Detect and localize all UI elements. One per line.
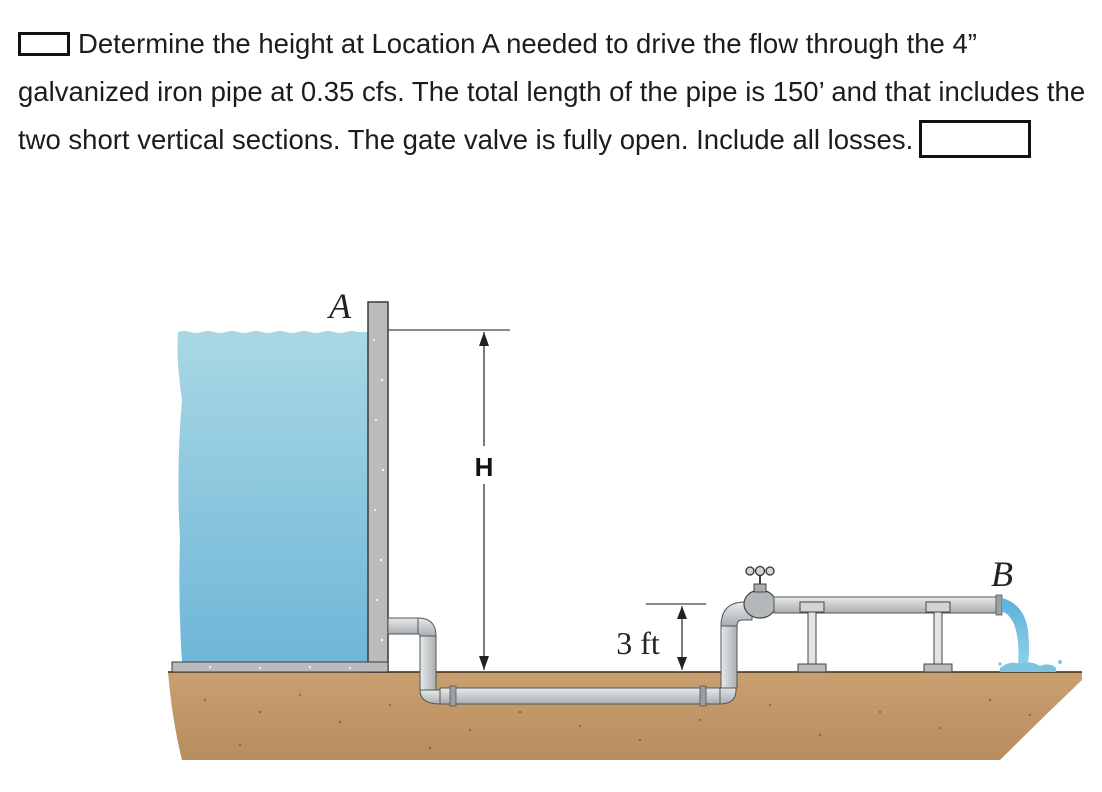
h-label: H — [475, 452, 494, 482]
pipe-outlet-flange — [995, 594, 1003, 616]
problem-statement: Determine the height at Location A neede… — [18, 20, 1093, 164]
reservoir-wall — [367, 301, 389, 673]
pipe-vertical-up — [720, 625, 738, 689]
outlet-splash — [1000, 662, 1056, 672]
label-a: A — [327, 286, 352, 326]
answer-checkbox[interactable] — [18, 31, 70, 56]
wall-specks — [209, 339, 385, 669]
answer-input-box[interactable] — [919, 119, 1032, 158]
pipe-wall-outlet — [387, 617, 419, 635]
problem-text: Determine the height at Location A neede… — [18, 28, 1086, 155]
3ft-arrow-up — [677, 606, 687, 619]
pipe-support-1 — [797, 601, 827, 673]
pipe-horizontal-buried — [439, 687, 721, 705]
label-3ft: 3 ft — [616, 625, 660, 661]
pipe-support-2 — [923, 601, 953, 673]
3ft-arrow-down — [677, 657, 687, 670]
pipe-vertical-down — [419, 635, 437, 691]
pipe-coupling-left — [449, 685, 457, 707]
h-arrow-down — [479, 656, 489, 670]
gate-valve[interactable] — [743, 565, 777, 619]
ground — [168, 672, 1082, 760]
outlet-water-jet — [1002, 598, 1029, 664]
reservoir-water — [177, 331, 368, 662]
h-arrow-up — [479, 332, 489, 346]
label-b: B — [991, 554, 1013, 594]
pipe-elbow-upper — [417, 617, 437, 637]
valve-handle-icon — [754, 565, 766, 577]
pipe-coupling-right — [699, 685, 707, 707]
ground-specks — [203, 693, 1032, 750]
reservoir-floor — [171, 661, 389, 673]
